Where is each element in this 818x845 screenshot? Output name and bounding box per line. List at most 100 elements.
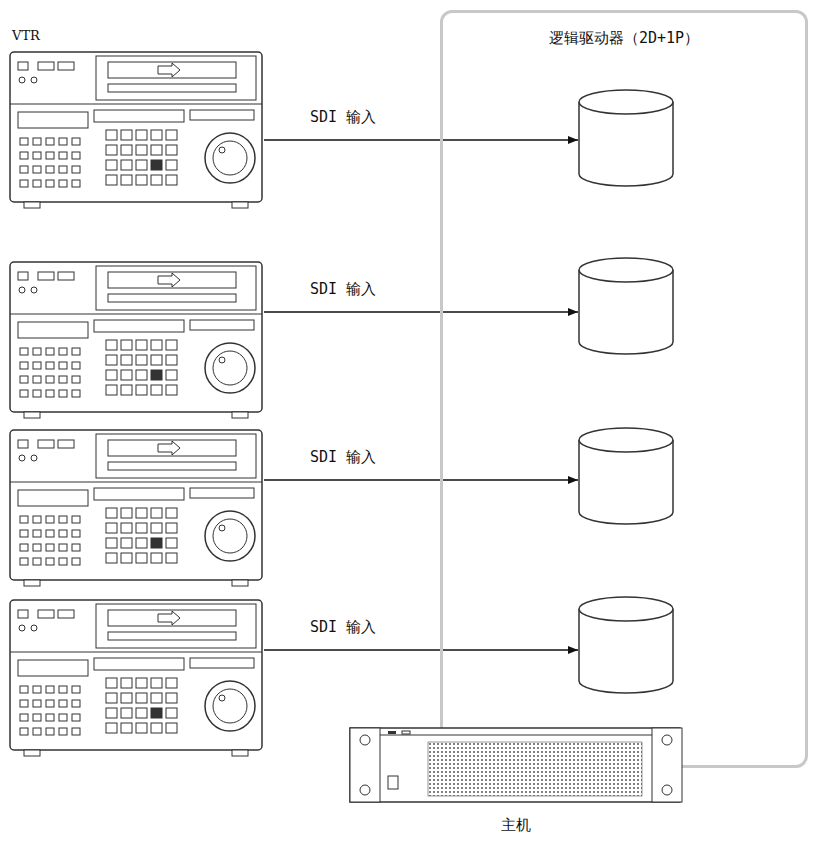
vtr-button: [46, 166, 54, 173]
vtr-button: [20, 138, 28, 145]
tape-slot: [96, 434, 256, 478]
vtr-divider: [10, 104, 262, 105]
vtr-foot: [24, 202, 40, 208]
vtr-foot: [24, 750, 40, 756]
vtr-key: [166, 708, 177, 718]
vtr-button: [72, 152, 80, 159]
vent-grille: [428, 742, 642, 796]
vtr-panel: [18, 112, 88, 128]
vtr-panel: [18, 440, 28, 448]
vtr-key: [151, 553, 162, 563]
vtr-key: [136, 553, 147, 563]
vtr-key: [136, 355, 147, 365]
vtr-button: [33, 376, 41, 383]
vtr-foot: [232, 202, 248, 208]
tape-strip: [108, 84, 236, 92]
vtr-button: [59, 728, 67, 735]
vtr-panel: [94, 488, 184, 500]
vtr-key: [121, 340, 132, 350]
disk-top: [579, 597, 673, 621]
signal-arrow: [264, 139, 578, 141]
vtr-key: [106, 145, 117, 155]
vtr-button: [33, 516, 41, 523]
vtr-divider: [10, 482, 262, 483]
host-drawing: [348, 726, 684, 806]
vtr-button: [20, 390, 28, 397]
vtr-key: [166, 523, 177, 533]
vtr-key: [136, 340, 147, 350]
vtr-foot: [232, 750, 248, 756]
vtr-key: [151, 145, 162, 155]
vtr-drawing: [10, 262, 262, 418]
tape-slot: [96, 604, 256, 648]
vtr-key: [121, 523, 132, 533]
vtr-body: [10, 430, 262, 580]
indicator: [388, 731, 396, 734]
vtr-knob: [31, 625, 37, 631]
vtr-key: [151, 355, 162, 365]
vtr-key: [151, 678, 162, 688]
tape-strip: [108, 294, 236, 302]
vtr-key: [121, 553, 132, 563]
vtr-key: [151, 340, 162, 350]
vtr-key: [136, 538, 147, 548]
power-button: [388, 776, 398, 789]
vtr-panel: [190, 658, 254, 668]
vtr-button: [33, 348, 41, 355]
disk-top: [579, 90, 673, 114]
vtr-panel: [18, 610, 28, 618]
vtr-drawing: [10, 600, 262, 756]
tape-arrow: [158, 273, 180, 287]
tape-arrow: [158, 63, 180, 77]
vtr-key: [136, 508, 147, 518]
tape-slot: [96, 56, 256, 100]
vtr-button: [72, 530, 80, 537]
vtr-foot: [232, 580, 248, 586]
rack-screw: [360, 785, 370, 795]
signal-label: SDI 输入: [310, 108, 376, 126]
vtr-key: [106, 130, 117, 140]
rack-screw: [360, 735, 370, 745]
vtr-panel: [38, 440, 54, 448]
vtr-button: [20, 166, 28, 173]
vtr-button: [59, 362, 67, 369]
vtr-button: [20, 558, 28, 565]
vtr-key: [166, 160, 177, 170]
vtr-key: [151, 508, 162, 518]
vtr-knob: [19, 77, 25, 83]
vtr-key: [121, 130, 132, 140]
vtr-key: [121, 693, 132, 703]
vtr-button: [59, 376, 67, 383]
vtr-button: [72, 166, 80, 173]
device-label: VTR: [12, 28, 40, 44]
vtr-key: [151, 723, 162, 733]
vtr-key: [106, 340, 117, 350]
vtr-button: [33, 700, 41, 707]
tape-door: [108, 62, 236, 78]
vtr-key: [166, 175, 177, 185]
vtr-knob: [19, 455, 25, 461]
vtr-button: [46, 686, 54, 693]
vtr-key: [121, 385, 132, 395]
vtr-key: [106, 538, 117, 548]
vtr-button: [72, 714, 80, 721]
disk-top: [579, 428, 673, 452]
vtr-button: [46, 138, 54, 145]
vtr-key: [166, 385, 177, 395]
host-server: 主机: [348, 726, 684, 845]
tape-arrow: [158, 441, 180, 455]
tape-strip: [108, 462, 236, 470]
vtr-button: [59, 530, 67, 537]
vtr-button: [72, 348, 80, 355]
vtr-button: [20, 348, 28, 355]
vtr-button: [46, 362, 54, 369]
vtr-key: [166, 355, 177, 365]
vtr-button: [33, 686, 41, 693]
vtr-key: [121, 370, 132, 380]
vtr-knob: [31, 287, 37, 293]
vtr-key: [136, 693, 147, 703]
jog-dial: [205, 681, 255, 731]
vtr-button: [20, 714, 28, 721]
vtr-key: [151, 693, 162, 703]
tape-arrow: [158, 611, 180, 625]
